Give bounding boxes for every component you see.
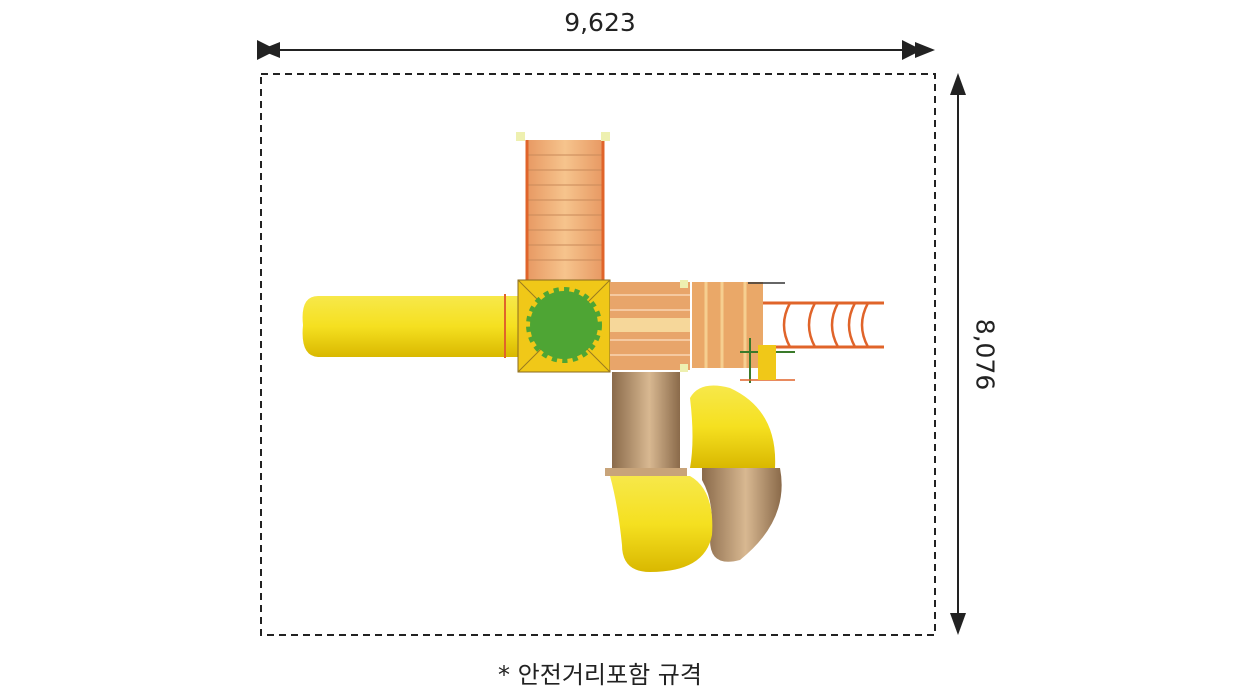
depth-dimension-label: 8,076 — [970, 318, 1000, 391]
safety-distance-footnote: * 안전거리포함 규격 — [498, 661, 702, 689]
playground-structure — [302, 132, 884, 572]
safety-zone-boundary — [260, 73, 936, 636]
width-dimension-label: 9,623 — [564, 8, 636, 37]
